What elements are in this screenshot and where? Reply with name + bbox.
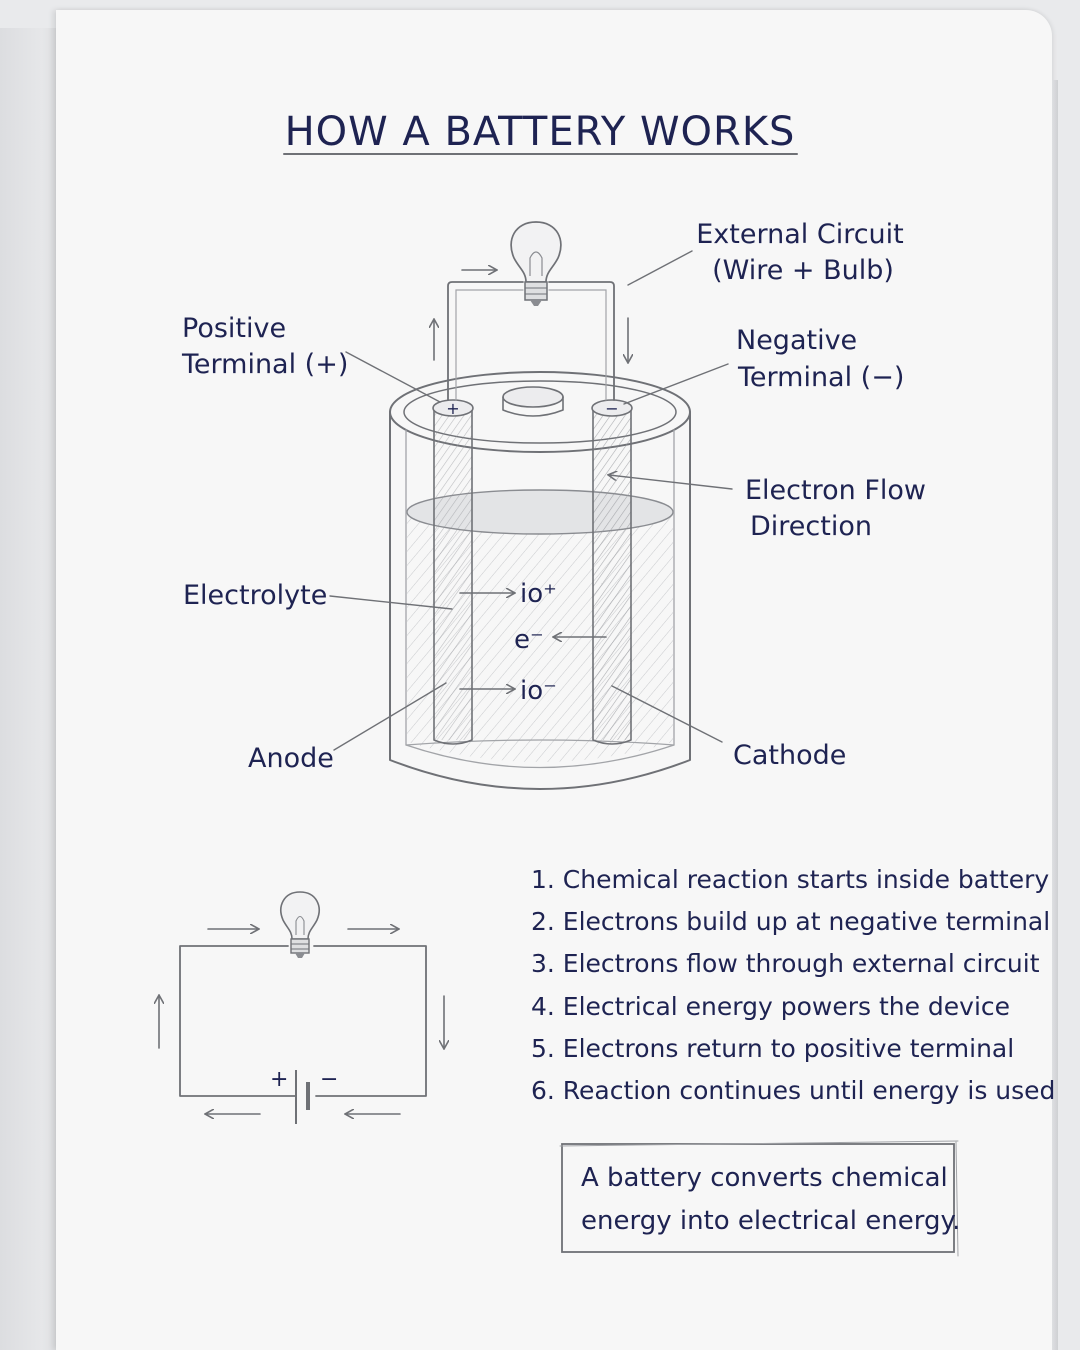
- anode-label: Anode: [248, 743, 334, 774]
- cathode-label: Cathode: [733, 740, 846, 771]
- electron-flow-label-line2: Direction: [750, 511, 872, 542]
- jar-rim-inner: [403, 380, 677, 444]
- positive-terminal-label-line1: Positive: [182, 313, 286, 344]
- positive-terminal-symbol: +: [446, 399, 459, 418]
- positive-terminal-cap: [432, 399, 474, 417]
- circuit-loop-wire: [179, 945, 427, 1097]
- top-cap-side: [502, 396, 564, 417]
- jar-wall-outer: [389, 411, 691, 790]
- external-circuit-label-line1: External Circuit: [696, 219, 904, 250]
- electrolyte-label: Electrolyte: [183, 580, 327, 611]
- ion-negative-label: io⁻: [520, 676, 557, 706]
- jar-wall-inner: [405, 429, 675, 769]
- battery-cell: + −: [389, 371, 691, 790]
- leader-lines: [329, 250, 733, 751]
- step-item: 6. Reaction continues until energy is us…: [531, 1076, 1055, 1105]
- step-item: 1. Chemical reaction starts inside batte…: [531, 865, 1049, 894]
- negative-terminal-label-line2: Terminal (−): [737, 362, 904, 393]
- cathode-rod: [593, 408, 631, 740]
- battery-symbol-icon: [295, 1070, 310, 1124]
- electron-label: e⁻: [514, 625, 544, 655]
- page-stack-edge: [1052, 80, 1058, 1350]
- summary-box: A battery converts chemical energy into …: [559, 1140, 960, 1257]
- external-circuit-label-line2: (Wire + Bulb): [712, 255, 894, 286]
- negative-terminal-symbol: −: [605, 399, 618, 418]
- external-circuit: [434, 221, 628, 401]
- external-wire: [447, 281, 524, 401]
- anode-rod: [434, 408, 472, 740]
- step-item: 4. Electrical energy powers the device: [531, 992, 1010, 1021]
- circuit-minus-sign: −: [320, 1067, 338, 1092]
- steps-list: 1. Chemical reaction starts inside batte…: [531, 865, 1055, 1105]
- cathode-rod-outline: [592, 407, 632, 745]
- summary-line-1: A battery converts chemical: [581, 1163, 948, 1193]
- simple-circuit-diagram: + −: [159, 891, 444, 1124]
- step-item: 2. Electrons build up at negative termin…: [531, 907, 1050, 936]
- external-wire-right: [548, 281, 615, 401]
- top-cap-top: [502, 386, 564, 408]
- external-wire-inner: [455, 289, 607, 401]
- summary-line-2: energy into electrical energy.: [581, 1206, 960, 1236]
- electron-flow-label-line1: Electron Flow: [745, 475, 926, 506]
- ion-positive-label: io⁺: [520, 579, 557, 609]
- circuit-plus-sign: +: [270, 1067, 288, 1092]
- negative-terminal-cap: [591, 399, 633, 417]
- positive-terminal-label-line2: Terminal (+): [181, 349, 348, 380]
- step-item: 3. Electrons flow through external circu…: [531, 949, 1040, 978]
- circuit-lightbulb-icon: [280, 891, 320, 958]
- page-title: HOW A BATTERY WORKS: [285, 109, 796, 155]
- lightbulb-icon: [510, 221, 562, 306]
- negative-terminal-label-line1: Negative: [736, 325, 857, 356]
- anode-rod-outline: [433, 407, 473, 745]
- step-item: 5. Electrons return to positive terminal: [531, 1034, 1014, 1063]
- internal-particles: io⁺ e⁻ io⁻: [459, 579, 607, 706]
